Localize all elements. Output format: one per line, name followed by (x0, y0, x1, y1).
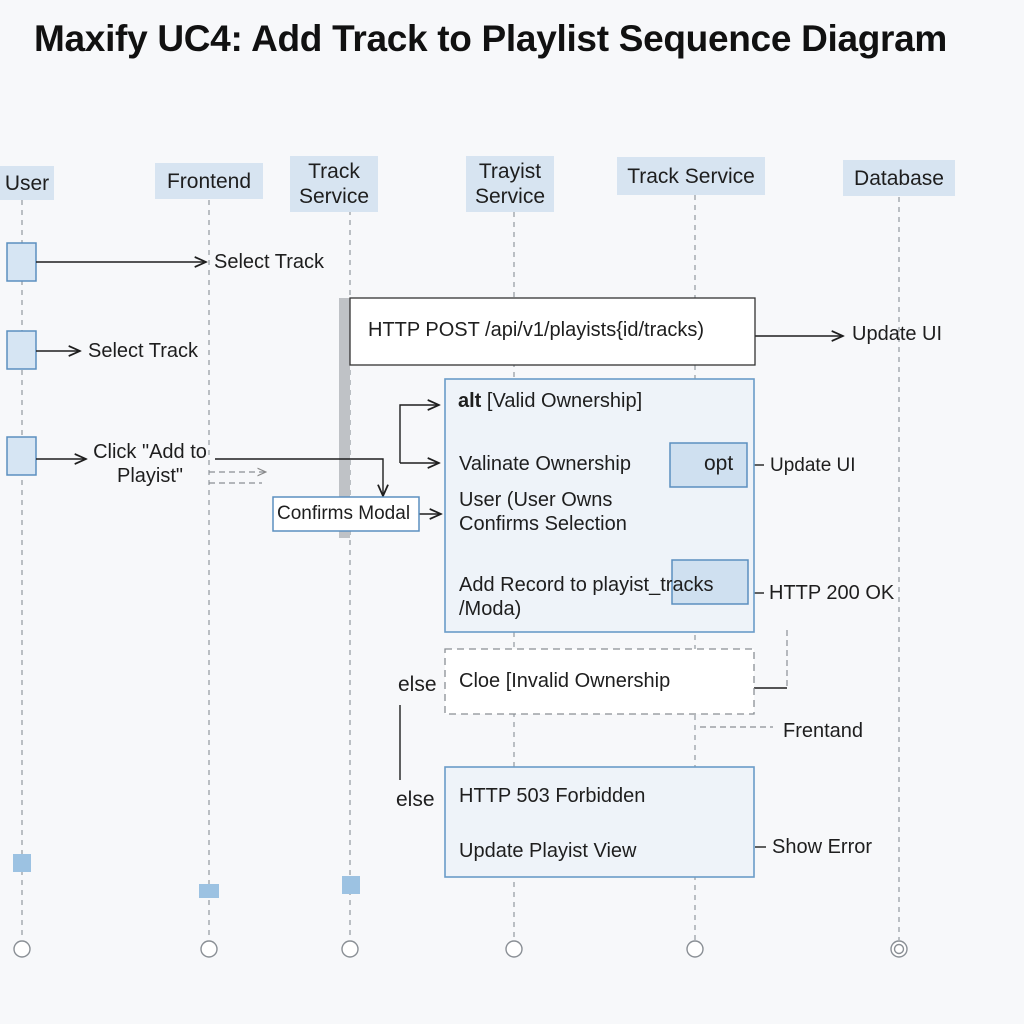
arrow-to-confirms-modal (215, 458, 383, 496)
frontend-end-marker (199, 884, 219, 898)
opt-label: opt (704, 452, 734, 475)
user-activation-1 (6, 242, 37, 282)
end-circle-trayist-service (505, 940, 523, 958)
alt-guard: [Valid Ownership] (486, 390, 643, 412)
track-service-end-marker (342, 876, 360, 894)
participant-track-service-1-label: Track Service (298, 160, 370, 208)
end-circle-track-service-1 (341, 940, 359, 958)
arrow-loop-alt-top (399, 405, 439, 463)
opt-box-lower (671, 559, 749, 605)
alt-user-owns: User (User Owns Confirms Selection (459, 489, 627, 535)
participant-user-label: User (4, 171, 50, 195)
participant-trayist-service: Trayist Service (466, 156, 554, 212)
message-show-error: Show Error (772, 836, 873, 858)
message-frentand: Frentand (783, 720, 864, 742)
opt-box (669, 442, 748, 488)
user-activation-3 (6, 436, 37, 476)
activation-bar-track-service (339, 298, 350, 538)
user-activation-2 (6, 330, 37, 370)
confirms-modal-box (272, 496, 420, 532)
message-http-post: HTTP POST /api/v1/playists{id/tracks) (368, 319, 705, 341)
else-line-2: Update Playist View (459, 840, 637, 862)
else-line-1: HTTP 503 Forbidden (459, 785, 646, 807)
message-confirms-modal: Confirms Modal (277, 503, 411, 524)
participant-track-service-2-label: Track Service (627, 164, 755, 188)
alt-add-record: Add Record to playist_tracks /Moda) (459, 574, 714, 620)
participant-user: User (0, 166, 54, 200)
message-select-track-1: Select Track (214, 251, 325, 273)
user-end-marker (13, 854, 31, 872)
end-circle-database-inner (893, 943, 905, 955)
participant-frontend: Frontend (155, 163, 263, 199)
participant-track-service-2: Track Service (617, 157, 765, 195)
participant-frontend-label: Frontend (166, 169, 252, 193)
end-circle-user (13, 940, 31, 958)
participant-database-label: Database (854, 166, 944, 190)
participant-database: Database (843, 160, 955, 196)
message-click-add: Click "Add to Playist" (93, 441, 207, 487)
else-keyword-2: else (396, 788, 435, 811)
http-post-box (349, 297, 756, 366)
else-fragment-1 (444, 648, 755, 715)
else-fragment-2 (444, 766, 755, 878)
participant-track-service-1: Track Service (290, 156, 378, 212)
participant-trayist-service-label: Trayist Service (474, 160, 546, 208)
message-http-200: HTTP 200 OK (769, 582, 895, 604)
end-circle-track-service-2 (686, 940, 704, 958)
message-update-ui-2: Update UI (770, 455, 856, 476)
end-circle-frontend (200, 940, 218, 958)
diagram-title: Maxify UC4: Add Track to Playlist Sequen… (34, 18, 948, 59)
message-select-track-2: Select Track (88, 340, 199, 362)
else-text-1: Cloe [Invalid Ownership (459, 670, 671, 692)
else-keyword-1: else (398, 673, 437, 696)
alt-valinate-ownership: Valinate Ownership (459, 453, 631, 475)
alt-header: alt [Valid Ownership] (458, 390, 642, 413)
message-update-ui-1: Update UI (852, 323, 943, 345)
alt-keyword: alt (458, 390, 482, 412)
